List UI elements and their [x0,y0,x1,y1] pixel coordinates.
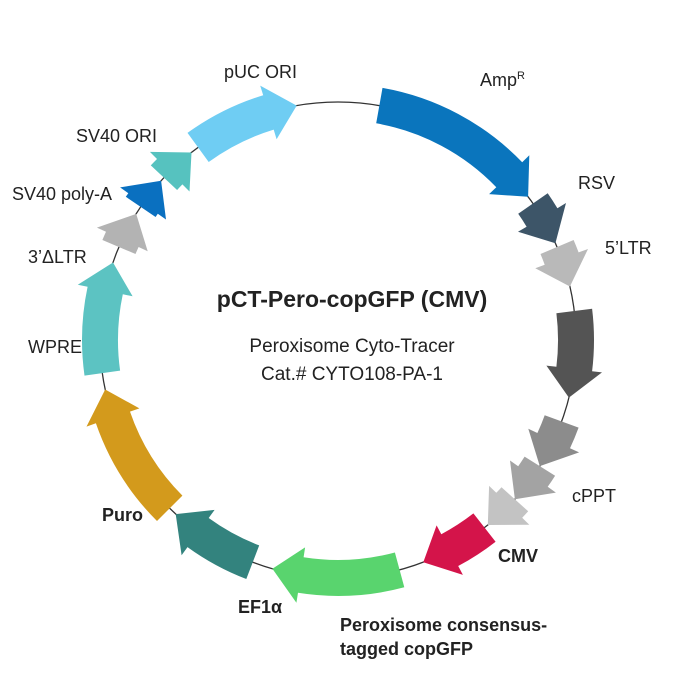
feature-arrow-unlabeled1 [546,308,602,398]
feature-arrow-sv40pa [120,180,166,220]
plasmid-name: pCT-Pero-copGFP (CMV) [217,286,487,312]
label-cppt: cPPT [572,486,616,506]
feature-arrow-ltr5 [535,240,588,287]
label-sv40pa: SV40 poly-A [12,184,112,204]
feature-arrow-gfp [272,547,405,603]
feature-arrow-puc [187,85,297,162]
label-ef1a: EF1α [238,597,282,617]
label-gfp-line1: Peroxisome consensus- [340,615,547,635]
feature-arrow-unlabeled3 [510,456,556,500]
feature-arrow-sv40ori [149,151,192,192]
feature-arrow-ltr3 [96,213,148,254]
label-gfp-line2: tagged copGFP [340,639,473,659]
feature-arrow-puro [86,389,183,521]
label-sv40ori: SV40 ORI [76,126,157,146]
feature-arrow-ampr [376,87,530,197]
plasmid-description: Peroxisome Cyto-Tracer [249,336,455,357]
catalog-number: Cat.# CYTO108-PA-1 [261,364,443,385]
feature-arrow-wpre [77,262,133,376]
label-3ltr: 3’ΔLTR [28,247,87,267]
label-puro: Puro [102,505,143,525]
label-cmv: CMV [498,546,538,566]
feature-arrow-cmv [423,513,496,575]
feature-arrows [77,85,602,603]
label-5ltr: 5’LTR [605,238,652,258]
label-wpre: WPRE [28,337,82,357]
label-puc: pUC ORI [224,62,297,82]
label-rsv: RSV [578,173,615,193]
feature-arrow-ef1a [175,509,260,579]
feature-arrow-rsv [518,193,566,244]
feature-arrow-cppt [487,485,530,525]
label-ampr: AmpR [480,70,525,90]
label-gfp: Peroxisome consensus- tagged copGFP [340,615,552,659]
feature-arrow-unlabeled2 [528,415,580,467]
